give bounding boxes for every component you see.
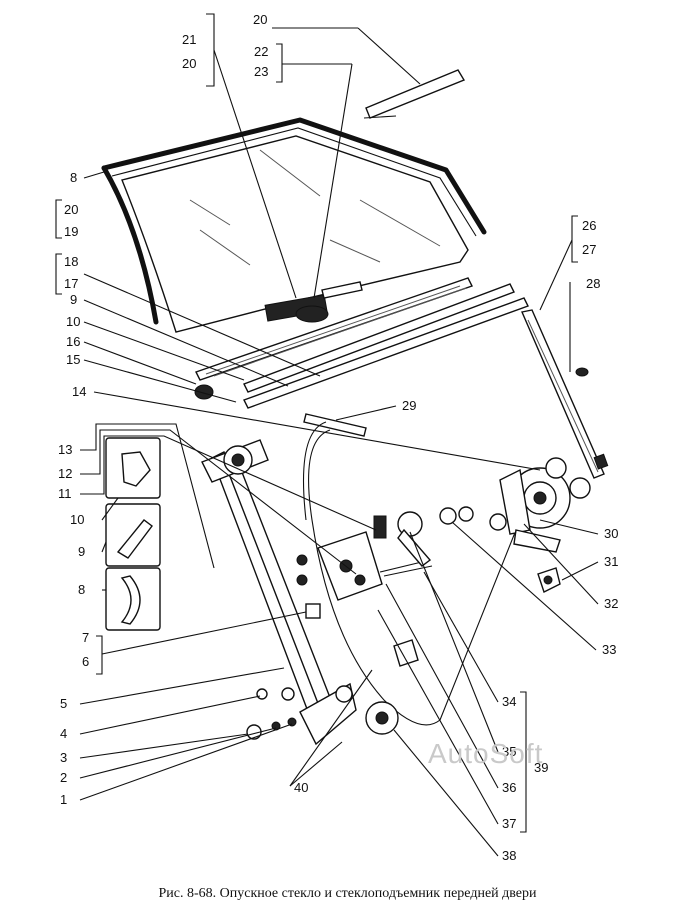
label-4: 4: [60, 726, 67, 741]
label-40: 40: [294, 780, 308, 795]
window-regulator: [201, 421, 591, 746]
label-37: 37: [502, 816, 516, 831]
watermark: AutoSoft: [428, 738, 544, 769]
label-25: 23: [254, 64, 268, 79]
label-26: 26: [582, 218, 596, 233]
label-32: 32: [604, 596, 618, 611]
label-13: 13: [58, 442, 72, 457]
label-9-top: 9: [70, 292, 77, 307]
label-35: 35: [502, 744, 516, 759]
door-clip-insets: [105, 437, 161, 631]
label-15: 15: [66, 352, 80, 367]
label-21: 20: [182, 56, 196, 71]
label-1: 1: [60, 792, 67, 807]
label-28: 28: [586, 276, 600, 291]
label-7: 7: [82, 630, 89, 645]
label-8-top: 8: [70, 170, 77, 185]
label-14: 14: [72, 384, 86, 399]
label-5: 5: [60, 696, 67, 711]
figure-caption: Рис. 8-68. Опускное стекло и стеклоподъе…: [158, 886, 537, 901]
guide-29: [303, 413, 367, 437]
label-36: 36: [502, 780, 516, 795]
label-31: 31: [604, 554, 618, 569]
label-16: 16: [66, 334, 80, 349]
label-8-inset: 8: [78, 582, 85, 597]
label-18: 18: [64, 254, 78, 269]
label-38: 38: [502, 848, 516, 863]
label-23: 20: [253, 12, 267, 27]
callout-labels: 20 21 20 22 23 8 20 19 18 17 9 10 16 15 …: [58, 12, 618, 863]
label-9-inset: 9: [78, 544, 85, 559]
label-10-top: 10: [66, 314, 80, 329]
label-10-inset: 10: [70, 512, 84, 527]
rear-guide-channel: [521, 309, 609, 479]
label-11: 11: [58, 486, 72, 501]
door-glass: [101, 117, 487, 333]
label-29: 29: [402, 398, 416, 413]
label-2: 2: [60, 770, 67, 785]
label-20: 20: [64, 202, 78, 217]
label-3: 3: [60, 750, 67, 765]
label-27: 27: [582, 242, 596, 257]
label-30: 30: [604, 526, 618, 541]
leader-lines: [55, 13, 599, 857]
label-17: 17: [64, 276, 78, 291]
label-19: 19: [64, 224, 78, 239]
label-12: 12: [58, 466, 72, 481]
label-33: 33: [602, 642, 616, 657]
label-22: 21: [182, 32, 196, 47]
window-seals: [194, 277, 529, 409]
label-34: 34: [502, 694, 516, 709]
label-39: 39: [534, 760, 548, 775]
seal-strip-23: [365, 69, 466, 119]
label-24: 22: [254, 44, 268, 59]
label-6: 6: [82, 654, 89, 669]
